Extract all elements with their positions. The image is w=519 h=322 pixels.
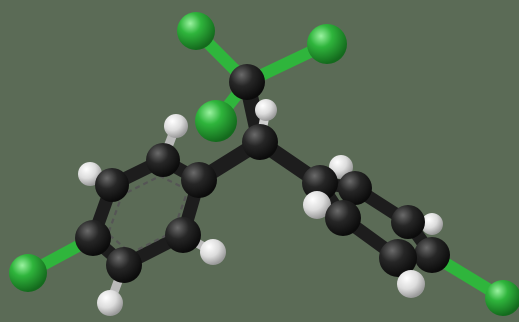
hydrogen-atom: [255, 99, 277, 121]
carbon-atom: [302, 165, 338, 201]
carbon-atom: [242, 124, 278, 160]
carbon-atom: [379, 239, 417, 277]
atoms: [9, 12, 519, 316]
chlorine-atom: [195, 100, 237, 142]
chlorine-atom: [177, 12, 215, 50]
carbon-atom: [75, 220, 111, 256]
hydrogen-atom: [303, 191, 331, 219]
carbon-atom: [229, 64, 265, 100]
hydrogen-atom: [200, 239, 226, 265]
chlorine-atom: [9, 254, 47, 292]
carbon-atom: [95, 168, 129, 202]
carbon-atom: [106, 247, 142, 283]
hydrogen-atom: [397, 270, 425, 298]
hydrogen-atom: [421, 213, 443, 235]
carbon-atom: [338, 171, 372, 205]
carbon-atom: [181, 162, 217, 198]
carbon-atom: [165, 217, 201, 253]
carbon-atom: [391, 205, 425, 239]
carbon-atom: [325, 200, 361, 236]
chlorine-atom: [307, 24, 347, 64]
carbon-atom: [414, 237, 450, 273]
hydrogen-atom: [97, 290, 123, 316]
carbon-atom: [146, 143, 180, 177]
chlorine-atom: [485, 280, 519, 316]
hydrogen-atom: [164, 114, 188, 138]
